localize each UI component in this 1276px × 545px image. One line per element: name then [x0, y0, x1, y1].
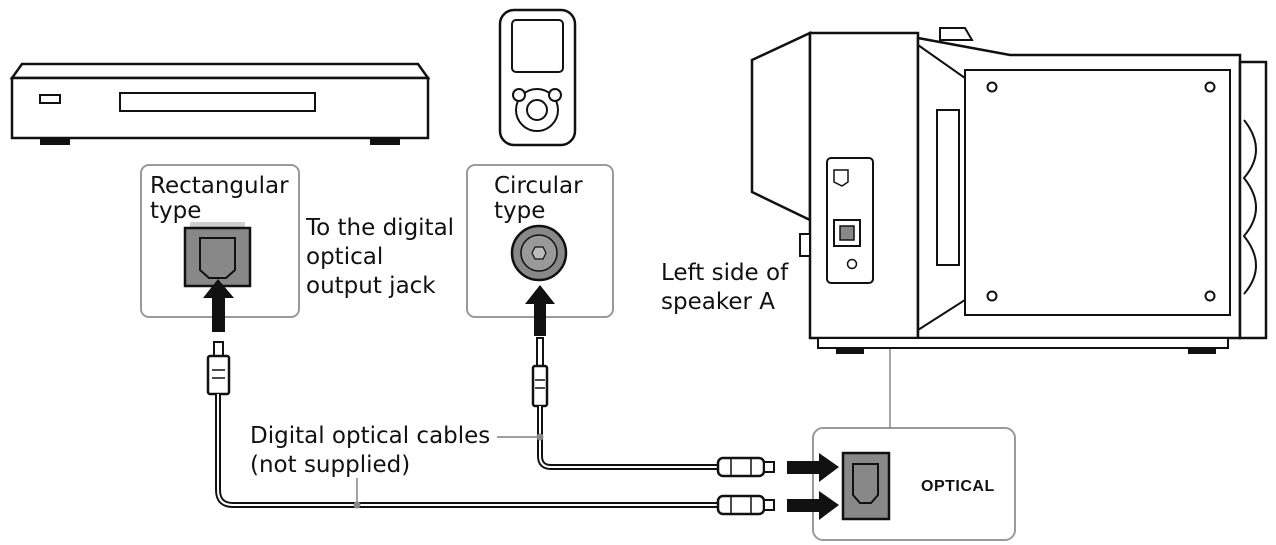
circular-jack-panel [466, 164, 614, 318]
circular-insert-arrow [525, 285, 555, 336]
rectangular-insert-arrow [203, 279, 234, 332]
disc-player-device [9, 62, 431, 145]
cables-label-line2: (not supplied) [250, 452, 411, 478]
optical-port-panel [812, 427, 1016, 541]
optical-insert-arrow-lower [787, 491, 839, 520]
cables-callout-leader [353, 433, 544, 509]
portable-player-device [498, 8, 577, 147]
jack-description-line3: output jack [306, 273, 436, 299]
speaker-side-label-line1: Left side of [661, 260, 789, 286]
jack-description-line1: To the digital [306, 215, 455, 241]
optical-plug-upper [716, 456, 775, 478]
circular-plug [531, 337, 549, 408]
cable-upper [537, 406, 718, 470]
cables-label-line1: Digital optical cables [250, 423, 491, 449]
rectangular-type-label-line2: type [150, 198, 202, 224]
rectangular-type-label-line1: Rectangular [150, 173, 289, 199]
optical-insert-arrow-upper [787, 453, 839, 482]
jack-description-line2: optical [306, 244, 384, 270]
rectangular-plug [206, 341, 231, 396]
speaker-a-device [750, 27, 1268, 354]
circular-type-label-line2: type [494, 198, 546, 224]
circular-type-label-line1: Circular [494, 173, 583, 199]
speaker-side-label-line2: speaker A [661, 289, 775, 315]
optical-plug-lower [716, 494, 775, 516]
optical-port-label: OPTICAL [921, 478, 995, 495]
rectangular-jack-panel [140, 164, 300, 318]
